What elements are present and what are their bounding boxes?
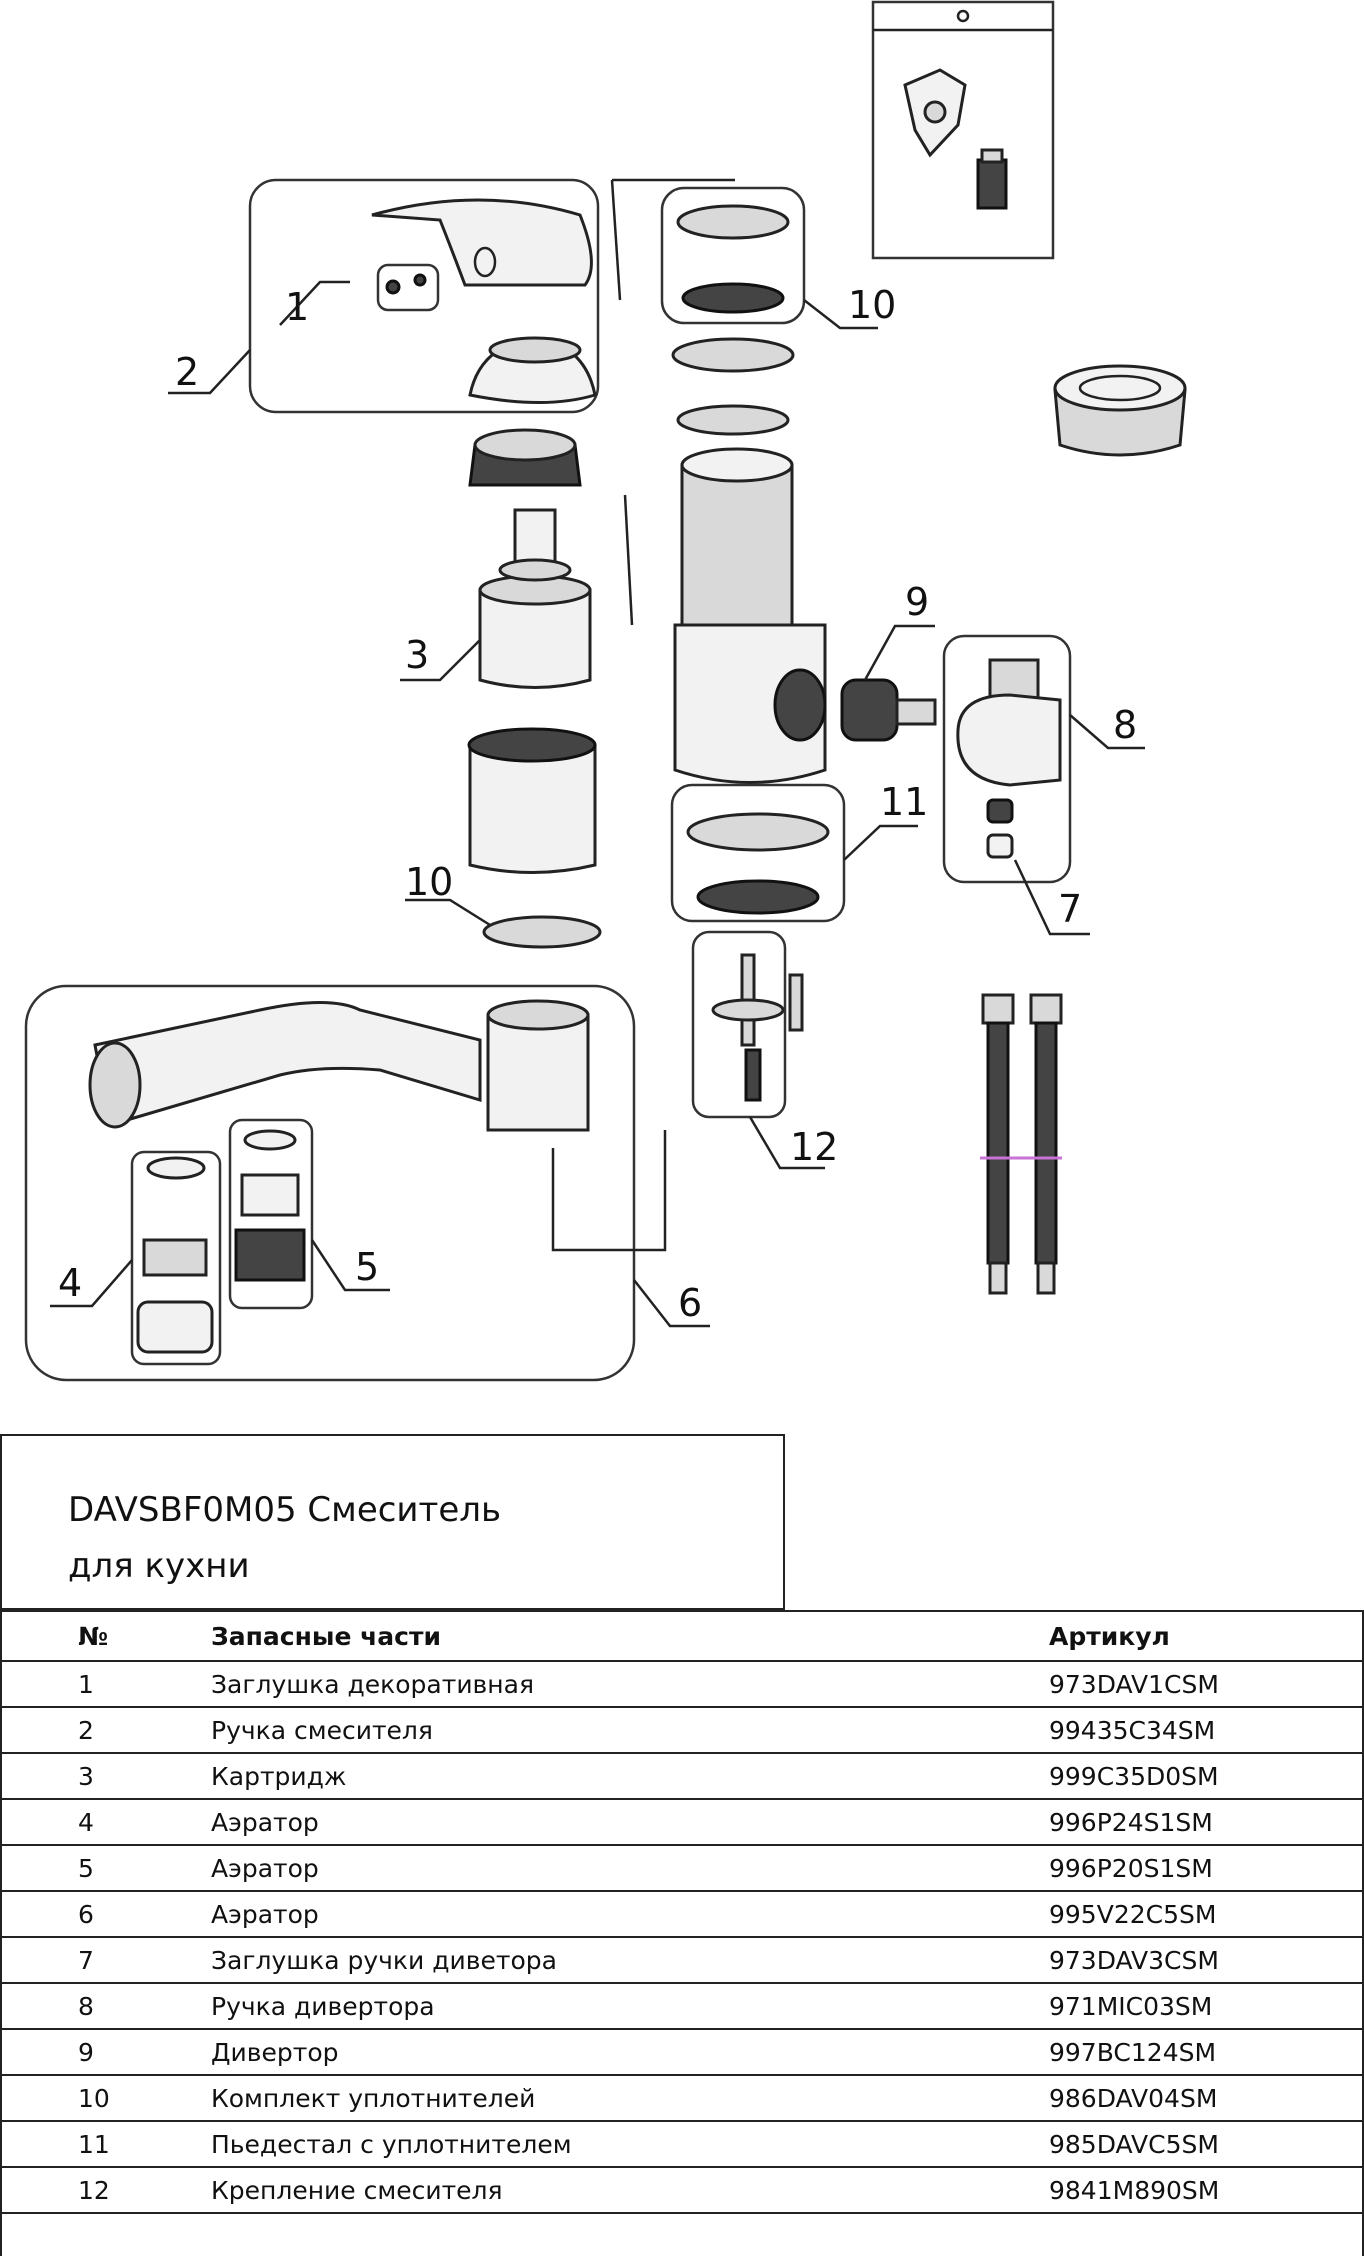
fixing-nut: [1053, 364, 1187, 457]
row-article: 985DAVC5SM: [1049, 2120, 1363, 2168]
row-number: 8: [1, 1982, 211, 2030]
row-number: 6: [1, 1890, 211, 1938]
row-number: 1: [1, 1660, 211, 1708]
callout-12: 12: [790, 1125, 838, 1169]
flexible-hoses: [980, 993, 1063, 1295]
fixing-group: [691, 930, 804, 1119]
row-part-name: Картридж: [211, 1752, 1049, 1800]
row-article: 9841M890SM: [1049, 2166, 1363, 2214]
row-number: 3: [1, 1752, 211, 1800]
diverter-part: [840, 678, 937, 742]
callout-10-right: 10: [848, 283, 896, 327]
row-number: 11: [1, 2120, 211, 2168]
callout-4: 4: [58, 1261, 82, 1305]
row-part-name: Комплект уплотнителей: [211, 2074, 1049, 2122]
row-article: 973DAV3CSM: [1049, 1936, 1363, 1984]
title-box: DAVSBF0M05 Смеситель для кухни: [0, 1434, 785, 1610]
callout-8: 8: [1113, 703, 1137, 747]
diverter-handle-group: [942, 634, 1072, 884]
row-article: 995V22C5SM: [1049, 1890, 1363, 1938]
row-part-name: Крепление смесителя: [211, 2166, 1049, 2214]
handle-group: [248, 178, 600, 414]
callout-3: 3: [405, 633, 429, 677]
callout-2: 2: [175, 350, 199, 394]
row-number: 10: [1, 2074, 211, 2122]
row-part-name: Аэратор: [211, 1890, 1049, 1938]
title-line-1: DAVSBF0M05 Смеситель: [68, 1490, 502, 1530]
row-number: 9: [1, 2028, 211, 2076]
row-part-name: Ручка дивертора: [211, 1982, 1049, 2030]
seal-kit-group: [660, 186, 806, 325]
spare-parts-bag: [871, 0, 1055, 260]
callout-1: 1: [285, 285, 309, 329]
row-part-name: Аэратор: [211, 1844, 1049, 1892]
sleeve-part: [467, 727, 597, 874]
header-part-name: Запасные части: [211, 1610, 1049, 1662]
row-number: 2: [1, 1706, 211, 1754]
row-part-name: Пьедестал с уплотнителем: [211, 2120, 1049, 2168]
row-part-name: Дивертор: [211, 2028, 1049, 2076]
row-article: 986DAV04SM: [1049, 2074, 1363, 2122]
pedestal-group: [670, 783, 846, 923]
row-article: 999C35D0SM: [1049, 1752, 1363, 1800]
row-article: 996P24S1SM: [1049, 1798, 1363, 1846]
row-article: 997BC124SM: [1049, 2028, 1363, 2076]
callout-5: 5: [355, 1245, 379, 1289]
header-article: Артикул: [1049, 1610, 1363, 1662]
callout-10-left: 10: [405, 860, 453, 904]
row-part-name: Аэратор: [211, 1798, 1049, 1846]
header-number: №: [1, 1610, 211, 1662]
row-number: 7: [1, 1936, 211, 1984]
title-line-2: для кухни: [68, 1546, 250, 1586]
row-article: 99435C34SM: [1049, 1706, 1363, 1754]
callout-7: 7: [1058, 887, 1082, 931]
row-part-name: Ручка смесителя: [211, 1706, 1049, 1754]
callout-6: 6: [678, 1281, 702, 1325]
spout-group: [24, 984, 667, 1382]
row-article: 971MIC03SM: [1049, 1982, 1363, 2030]
row-number: 4: [1, 1798, 211, 1846]
cartridge-part: [468, 428, 592, 689]
row-number: 12: [1, 2166, 211, 2214]
callout-9: 9: [905, 580, 929, 624]
row-article: 996P20S1SM: [1049, 1844, 1363, 1892]
row-article: 973DAV1CSM: [1049, 1660, 1363, 1708]
row-number: 5: [1, 1844, 211, 1892]
exploded-parts-diagram: 1 2 3 10 10 11: [24, 0, 1187, 1382]
body-part: [673, 447, 827, 784]
table-header-row: № Запасные части Артикул: [1, 1610, 1363, 1662]
seal-ring-left: [482, 915, 602, 949]
row-part-name: Заглушка декоративная: [211, 1660, 1049, 1708]
callout-11: 11: [880, 780, 928, 824]
row-part-name: Заглушка ручки диветора: [211, 1936, 1049, 1984]
